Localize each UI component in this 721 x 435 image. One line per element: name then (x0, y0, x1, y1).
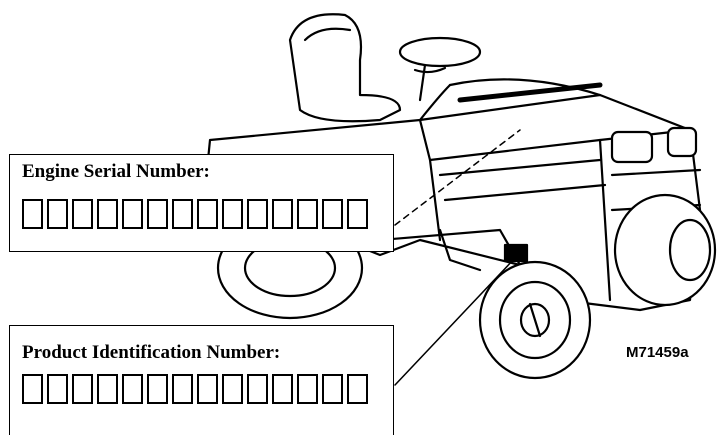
character-box[interactable] (272, 199, 293, 229)
character-box[interactable] (47, 374, 68, 404)
product-id-callout: Product Identification Number: (9, 325, 394, 435)
front-wheel-left (478, 260, 592, 380)
engine-serial-boxes (22, 199, 368, 229)
character-box[interactable] (22, 374, 43, 404)
seat (288, 13, 402, 123)
steering-wheel (398, 36, 482, 102)
character-box[interactable] (172, 374, 193, 404)
character-box[interactable] (197, 199, 218, 229)
character-box[interactable] (347, 374, 368, 404)
character-box[interactable] (72, 374, 93, 404)
character-box[interactable] (297, 374, 318, 404)
front-wheel-right (613, 193, 717, 307)
character-box[interactable] (72, 199, 93, 229)
character-box[interactable] (322, 374, 343, 404)
id-plate-marker (503, 243, 529, 263)
character-box[interactable] (122, 199, 143, 229)
character-box[interactable] (347, 199, 368, 229)
engine-serial-callout: Engine Serial Number: (9, 154, 394, 252)
engine-serial-label: Engine Serial Number: (22, 161, 210, 182)
character-box[interactable] (247, 374, 268, 404)
lawn-tractor-illustration (203, 13, 717, 386)
character-box[interactable] (222, 199, 243, 229)
product-id-boxes (22, 374, 368, 404)
character-box[interactable] (222, 374, 243, 404)
character-box[interactable] (97, 374, 118, 404)
character-box[interactable] (272, 374, 293, 404)
character-box[interactable] (197, 374, 218, 404)
product-id-label: Product Identification Number: (22, 342, 281, 363)
character-box[interactable] (147, 199, 168, 229)
character-box[interactable] (22, 199, 43, 229)
character-box[interactable] (172, 199, 193, 229)
character-box[interactable] (97, 199, 118, 229)
tractor-body (203, 78, 702, 312)
character-box[interactable] (147, 374, 168, 404)
character-box[interactable] (247, 199, 268, 229)
character-box[interactable] (297, 199, 318, 229)
character-box[interactable] (47, 199, 68, 229)
character-box[interactable] (122, 374, 143, 404)
character-box[interactable] (322, 199, 343, 229)
leader-line (394, 257, 516, 386)
figure-code: M71459a (626, 344, 689, 361)
